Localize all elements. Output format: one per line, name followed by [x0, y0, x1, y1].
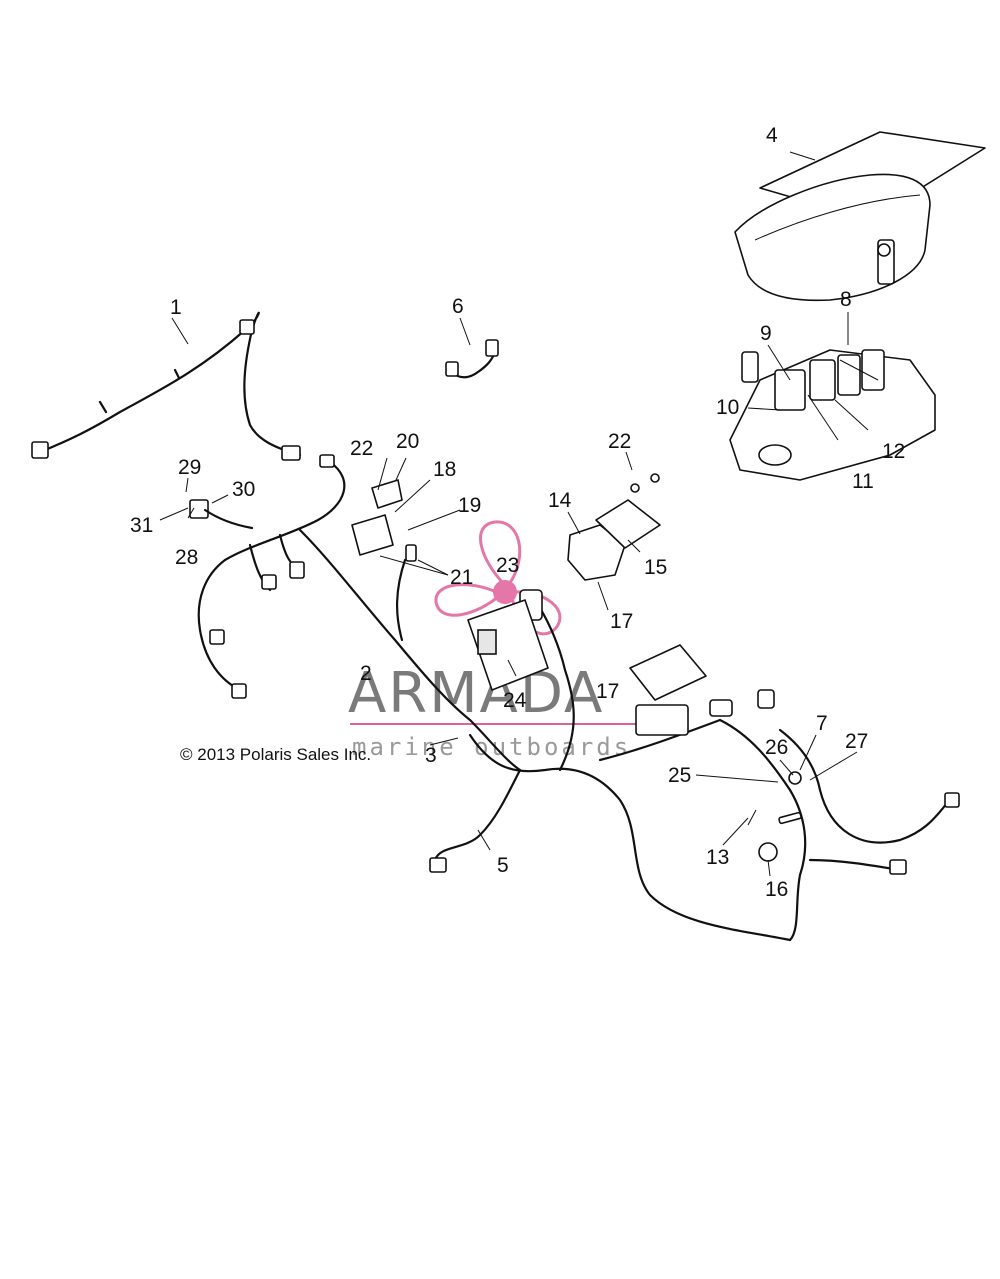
callout-18: 18	[433, 458, 456, 481]
relay-bracket-18-20-21	[351, 479, 417, 562]
callout-29: 29	[178, 456, 201, 479]
watermark-subtitle: marine outboards	[352, 733, 631, 761]
small-parts	[189, 243, 891, 862]
callout-28: 28	[175, 546, 198, 569]
ecu-module-23	[467, 599, 549, 691]
callout-25: 25	[668, 764, 691, 787]
cover-15	[595, 499, 661, 549]
callout-22b: 22	[608, 430, 631, 453]
harness-3	[429, 589, 792, 942]
callout-21: 21	[450, 566, 473, 589]
harness-7	[709, 689, 960, 942]
callout-12: 12	[882, 440, 905, 463]
leader-lines	[159, 151, 879, 877]
callout-7: 7	[816, 712, 828, 735]
callout-3: 3	[425, 744, 437, 767]
callout-15: 15	[644, 556, 667, 579]
callout-24: 24	[503, 689, 527, 712]
callout-23: 23	[496, 554, 519, 577]
callout-13: 13	[706, 846, 729, 869]
watermark-brand: ARMADA	[348, 661, 604, 726]
callout-5: 5	[497, 854, 509, 877]
callout-30: 30	[232, 478, 255, 501]
callout-16: 16	[765, 878, 788, 901]
callout-17b: 17	[596, 680, 619, 703]
callout-labels: 1 2 3 4 5 6 7 8 9 10 11 12 13 14 15 16 1…	[130, 124, 905, 901]
callout-19: 19	[458, 494, 481, 517]
fuse-block-17	[629, 644, 707, 736]
callout-27: 27	[845, 730, 868, 753]
callout-2: 2	[360, 662, 372, 685]
callout-11: 11	[852, 470, 874, 493]
callout-9: 9	[760, 322, 772, 345]
callout-10: 10	[716, 396, 739, 419]
fuse-box-base-10	[729, 239, 936, 481]
callout-8: 8	[840, 288, 852, 311]
callout-17a: 17	[610, 610, 633, 633]
harness-2	[197, 454, 522, 772]
callout-31: 31	[130, 514, 153, 537]
fuse-box-cover-4	[734, 131, 986, 302]
relay-14	[567, 524, 626, 581]
harness-6	[445, 339, 499, 379]
callout-6: 6	[452, 295, 464, 318]
callout-1: 1	[170, 296, 182, 319]
callout-22a: 22	[350, 437, 373, 460]
harness-1	[31, 311, 302, 461]
callout-14: 14	[548, 489, 572, 512]
callout-26: 26	[765, 736, 788, 759]
copyright-notice: © 2013 Polaris Sales Inc.	[180, 745, 371, 764]
callout-20: 20	[396, 430, 419, 453]
callout-4: 4	[766, 124, 778, 147]
